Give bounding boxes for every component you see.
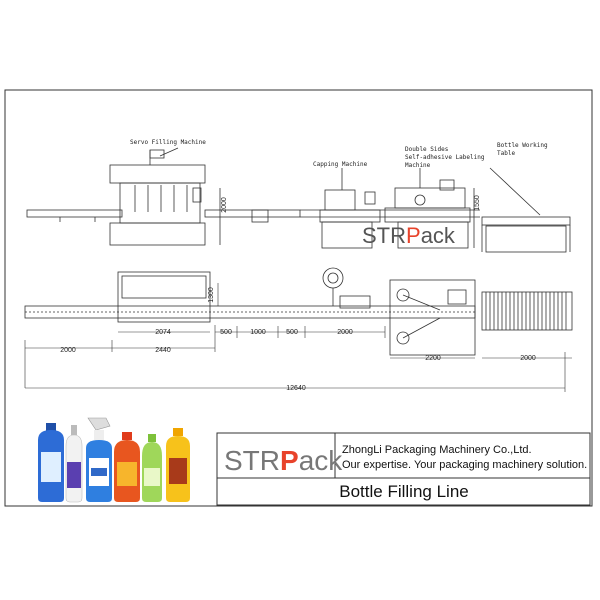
servo-filling-machine — [109, 149, 206, 246]
dim-total: 12640 — [286, 385, 306, 392]
dim-1000: 1000 — [250, 329, 266, 336]
bottle-working-table — [481, 167, 571, 253]
label-table-1: Bottle Working — [497, 142, 548, 149]
dim-500-a: 500 — [220, 329, 232, 336]
plan-working-table — [481, 291, 573, 331]
watermark: STRPack — [362, 223, 456, 248]
dim-500-b: 500 — [286, 329, 298, 336]
dimension-lines — [24, 283, 572, 392]
spray-bottle-icon — [86, 417, 112, 502]
dim-h2000: 2000 — [221, 197, 228, 213]
dim-2000-infeed: 2000 — [60, 347, 76, 354]
labeling-machine — [384, 179, 471, 249]
plan-cap-feeder — [322, 267, 344, 289]
label-labeling-2: Self-adhesive Labeling — [405, 154, 485, 161]
company-logo: STRPack — [224, 445, 343, 476]
company-slogan: Our expertise. Your packaging machinery … — [342, 459, 588, 471]
bottle-blue-icon — [38, 423, 64, 502]
label-table-2: Table — [497, 150, 515, 157]
plan-labeler — [389, 279, 476, 356]
product-bottles — [38, 417, 190, 503]
label-labeling-3: Machine — [405, 162, 431, 169]
elevation-view — [26, 147, 571, 253]
label-labeling-1: Double Sides — [405, 146, 449, 153]
label-capping: Capping Machine — [313, 161, 368, 168]
bottle-white-icon — [65, 425, 83, 503]
plan-filler — [117, 271, 211, 323]
bottle-yellow-icon — [166, 428, 190, 502]
infeed-conveyor — [26, 209, 123, 218]
bottle-orange-icon — [114, 432, 140, 502]
dim-2000-table: 2000 — [520, 355, 536, 362]
dim-2200: 2200 — [425, 355, 441, 362]
dim-2000-mid: 2000 — [337, 329, 353, 336]
bottle-green-icon — [142, 434, 162, 502]
company-name: ZhongLi Packaging Machinery Co.,Ltd. — [342, 444, 532, 456]
label-servo-filling: Servo Filling Machine — [130, 139, 206, 146]
dim-h1300: 1300 — [208, 287, 215, 303]
dim-2440: 2440 — [155, 347, 171, 354]
drawing-border — [4, 89, 593, 507]
drawing-title: Bottle Filling Line — [339, 482, 469, 501]
dim-2074: 2074 — [155, 329, 171, 336]
title-block — [216, 432, 591, 506]
dim-h1550: 1550 — [474, 195, 481, 211]
plan-view — [24, 267, 573, 392]
transfer-conveyor — [204, 209, 301, 218]
